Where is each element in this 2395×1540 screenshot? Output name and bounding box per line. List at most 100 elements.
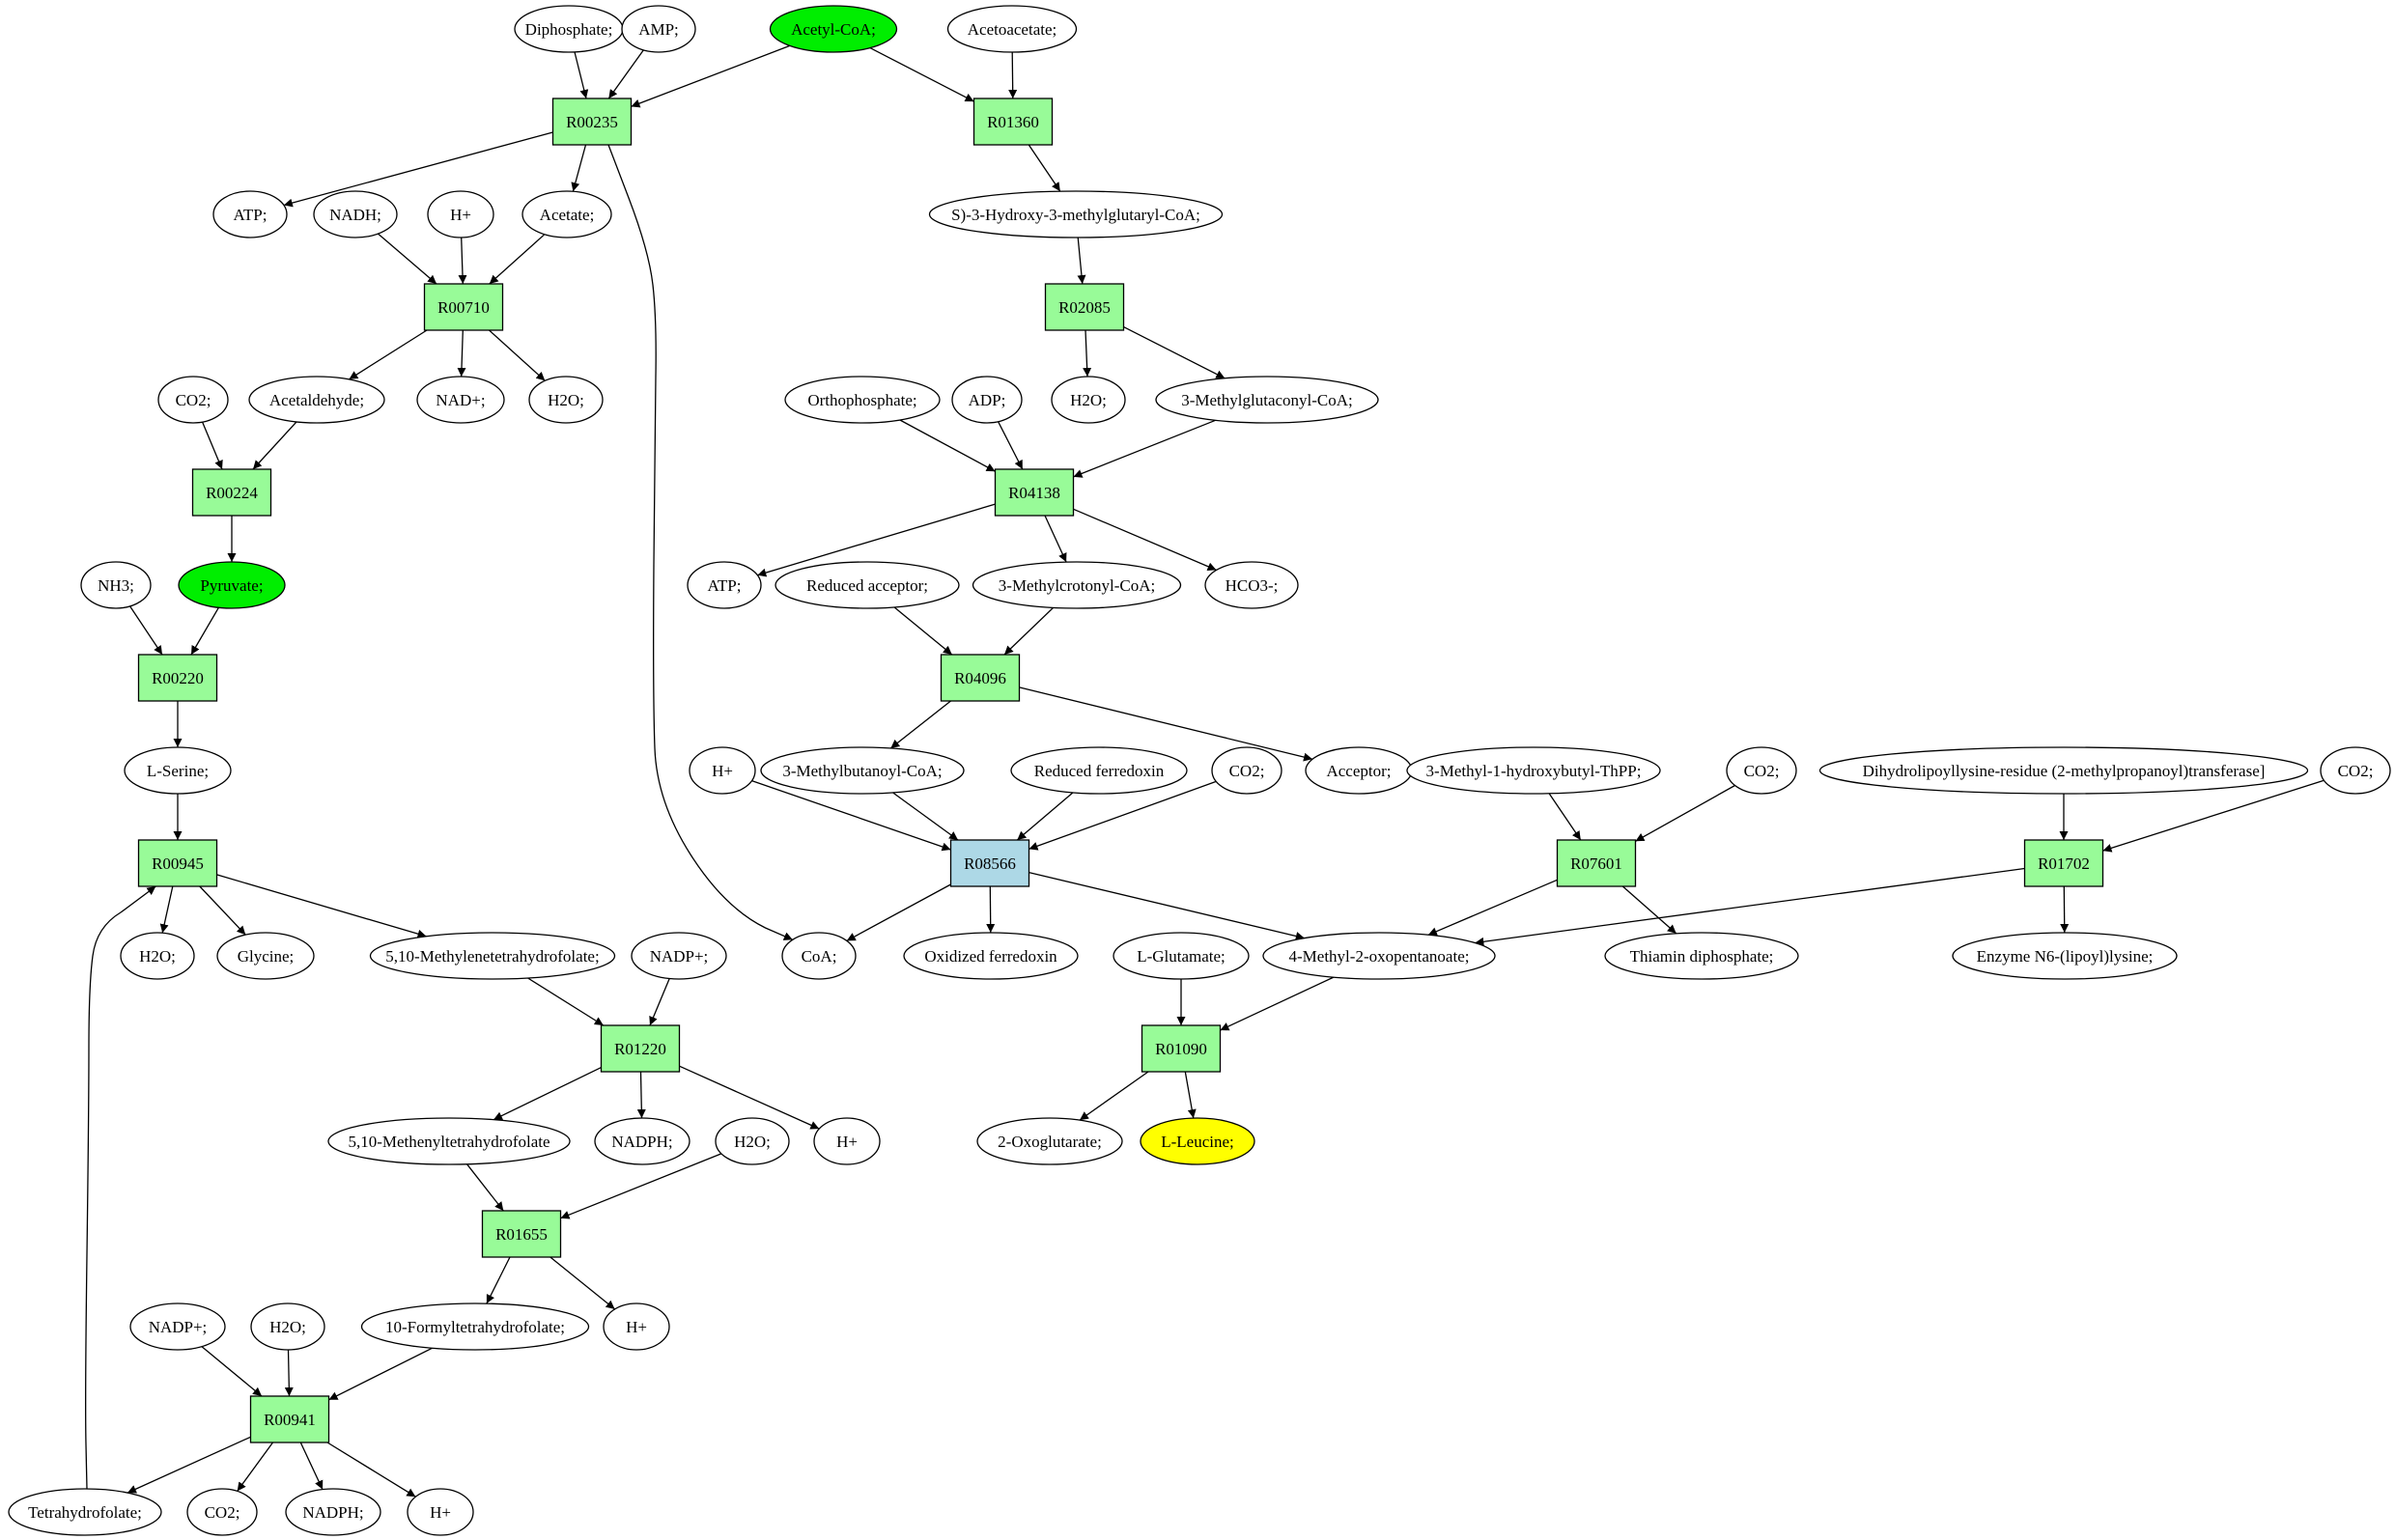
compound-ellipse: [784, 376, 941, 424]
compound-node[interactable]: Orthophosphate;: [784, 376, 941, 424]
compound-node[interactable]: 3-Methyl-1-hydroxybutyl-ThPP;: [1406, 746, 1661, 795]
compound-node[interactable]: Diphosphate;: [514, 5, 624, 53]
edge-r_R01655-to-c_hplus4: [549, 1256, 616, 1310]
compound-label: Oxidized ferredoxin: [924, 947, 1057, 966]
edge-c_oxopentanoate-to-r_R01090: [1220, 976, 1335, 1031]
compound-node[interactable]: 5,10-Methenyltetrahydrofolate: [327, 1117, 571, 1165]
reaction-label: R00220: [152, 669, 204, 687]
compound-node[interactable]: ADP;: [951, 376, 1023, 424]
compound-node[interactable]: S)-3-Hydroxy-3-methylglutaryl-CoA;: [928, 190, 1224, 238]
reaction-node[interactable]: R01360: [972, 98, 1054, 146]
compound-node[interactable]: NADPH;: [594, 1117, 690, 1165]
reaction-box: [1044, 283, 1125, 331]
compound-ellipse: [1204, 561, 1299, 609]
reaction-node[interactable]: R01090: [1141, 1024, 1222, 1073]
compound-node[interactable]: HCO3-;: [1204, 561, 1299, 609]
compound-ellipse: [521, 190, 612, 238]
compound-node[interactable]: H+: [407, 1488, 474, 1536]
compound-label: HCO3-;: [1226, 576, 1279, 595]
compound-node[interactable]: NADPH;: [285, 1488, 381, 1536]
compound-node[interactable]: L-Serine;: [124, 746, 232, 795]
compound-label: H+: [430, 1503, 451, 1522]
compound-node[interactable]: CO2;: [1726, 746, 1797, 795]
reaction-node[interactable]: R02085: [1044, 283, 1125, 331]
compound-ellipse: [250, 1302, 325, 1351]
compound-node[interactable]: L-Leucine;: [1140, 1117, 1255, 1165]
compound-node[interactable]: H+: [603, 1302, 670, 1351]
compound-node[interactable]: 10-Formyltetrahydrofolate;: [360, 1302, 590, 1351]
compound-node[interactable]: CO2;: [186, 1488, 258, 1536]
reaction-node[interactable]: R00941: [249, 1395, 330, 1443]
compound-node[interactable]: 3-Methylglutaconyl-CoA;: [1155, 376, 1379, 424]
compound-node[interactable]: ATP;: [687, 561, 762, 609]
compound-node[interactable]: NH3;: [80, 561, 152, 609]
reaction-label: R01360: [987, 113, 1039, 131]
compound-node[interactable]: Glycine;: [216, 932, 315, 980]
compound-ellipse: [186, 1488, 258, 1536]
compound-node[interactable]: Thiamin diphosphate;: [1604, 932, 1799, 980]
compound-node[interactable]: Reduced acceptor;: [775, 561, 960, 609]
compound-ellipse: [157, 376, 229, 424]
compound-node[interactable]: Acetaldehyde;: [248, 376, 385, 424]
compound-node[interactable]: CO2;: [1211, 746, 1282, 795]
compound-node[interactable]: Acetoacetate;: [946, 5, 1078, 53]
compound-label: NADP+;: [149, 1318, 208, 1336]
compound-node[interactable]: Acceptor;: [1305, 746, 1413, 795]
edge-r_R00941-to-c_nadph2: [299, 1442, 324, 1490]
compound-node[interactable]: NADP+;: [129, 1302, 226, 1351]
reaction-box: [600, 1024, 681, 1073]
compound-node[interactable]: L-Glutamate;: [1113, 932, 1250, 980]
compound-node[interactable]: H2O;: [250, 1302, 325, 1351]
reaction-node[interactable]: R04096: [940, 654, 1021, 702]
compound-node[interactable]: 4-Methyl-2-oxopentanoate;: [1262, 932, 1496, 980]
edge-c_hplus2-to-r_R08566: [751, 779, 951, 852]
reaction-node[interactable]: R08566: [949, 839, 1030, 887]
reaction-box: [972, 98, 1054, 146]
edge-r_R07601-to-c_thiamin: [1621, 885, 1677, 935]
reaction-node[interactable]: R00945: [137, 839, 218, 887]
reaction-node[interactable]: R01702: [2023, 839, 2104, 887]
compound-node[interactable]: Tetrahydrofolate;: [8, 1488, 162, 1536]
compound-label: H2O;: [1070, 391, 1107, 409]
compound-node[interactable]: Oxidized ferredoxin: [903, 932, 1079, 980]
compound-node[interactable]: AMP;: [621, 5, 696, 53]
compound-node[interactable]: Acetate;: [521, 190, 612, 238]
compound-label: H+: [450, 206, 471, 224]
compound-node[interactable]: 3-Methylcrotonyl-CoA;: [972, 561, 1182, 609]
compound-label: NADP+;: [650, 947, 709, 966]
reaction-node[interactable]: R01655: [481, 1210, 562, 1258]
compound-node[interactable]: H+: [813, 1117, 881, 1165]
compound-node[interactable]: CoA;: [781, 932, 857, 980]
compound-node[interactable]: NADP+;: [631, 932, 727, 980]
compound-node[interactable]: NAD+;: [416, 376, 505, 424]
compound-node[interactable]: H2O;: [715, 1117, 790, 1165]
reaction-node[interactable]: R00220: [137, 654, 218, 702]
reaction-node[interactable]: R07601: [1556, 839, 1637, 887]
compound-node[interactable]: Pyruvate;: [178, 561, 286, 609]
compound-node[interactable]: NADH;: [313, 190, 398, 238]
compound-node[interactable]: ATP;: [212, 190, 288, 238]
compound-node[interactable]: CO2;: [2320, 746, 2391, 795]
compound-node[interactable]: H+: [689, 746, 756, 795]
compound-node[interactable]: 5,10-Methylenetetrahydrofolate;: [369, 932, 616, 980]
compound-node[interactable]: 2-Oxoglutarate;: [976, 1117, 1123, 1165]
reaction-node[interactable]: R01220: [600, 1024, 681, 1073]
reaction-node[interactable]: R00235: [551, 98, 633, 146]
compound-node[interactable]: H2O;: [120, 932, 195, 980]
compound-node[interactable]: Enzyme N6-(lipoyl)lysine;: [1952, 932, 2178, 980]
compound-node[interactable]: 3-Methylbutanoyl-CoA;: [760, 746, 965, 795]
compound-node[interactable]: H2O;: [1051, 376, 1126, 424]
compound-node[interactable]: CO2;: [157, 376, 229, 424]
compound-ellipse: [1818, 746, 2309, 795]
reaction-node[interactable]: R00224: [191, 468, 272, 517]
reaction-node[interactable]: R00710: [423, 283, 504, 331]
edge-r_R00235-to-c_atp1: [283, 131, 553, 208]
compound-node[interactable]: H2O;: [528, 376, 604, 424]
compound-label: Acetaldehyde;: [269, 391, 364, 409]
reaction-label: R01220: [614, 1040, 666, 1058]
compound-node[interactable]: Acetyl-CoA;: [769, 5, 898, 53]
reaction-node[interactable]: R04138: [994, 468, 1075, 517]
compound-node[interactable]: Dihydrolipoyllysine-residue (2-methylpro…: [1818, 746, 2309, 795]
compound-node[interactable]: Reduced ferredoxin: [1010, 746, 1188, 795]
compound-node[interactable]: H+: [427, 190, 494, 238]
